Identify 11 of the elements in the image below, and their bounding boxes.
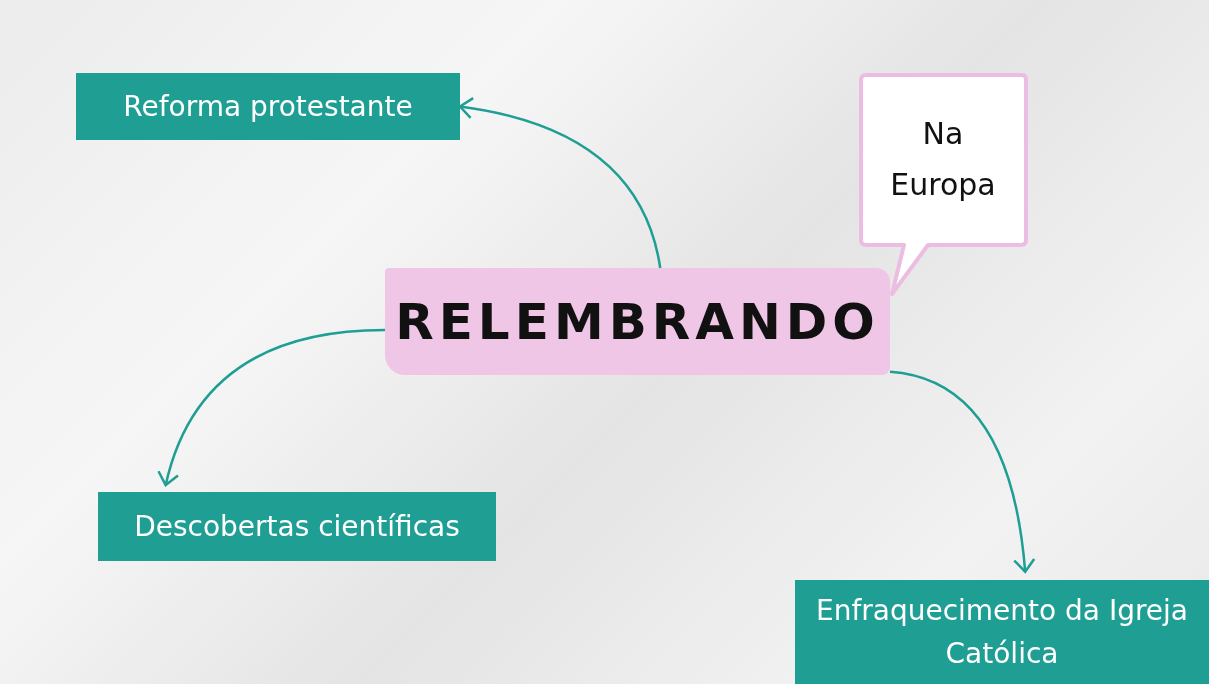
- node-text: Descobertas científicas: [134, 508, 460, 545]
- node-text: Reforma protestante: [123, 88, 413, 125]
- node-text: Enfraquecimento da Igreja Católica: [814, 592, 1190, 672]
- title-banner: [385, 268, 890, 375]
- topic-box: [98, 492, 496, 561]
- curved-arrow: [889, 370, 1036, 573]
- topic-box: [795, 580, 1209, 684]
- curved-arrow: [157, 328, 386, 487]
- node-text: RELEMBRANDO: [395, 292, 880, 351]
- topic-box: [76, 73, 460, 140]
- node-text: Na Europa: [889, 114, 997, 204]
